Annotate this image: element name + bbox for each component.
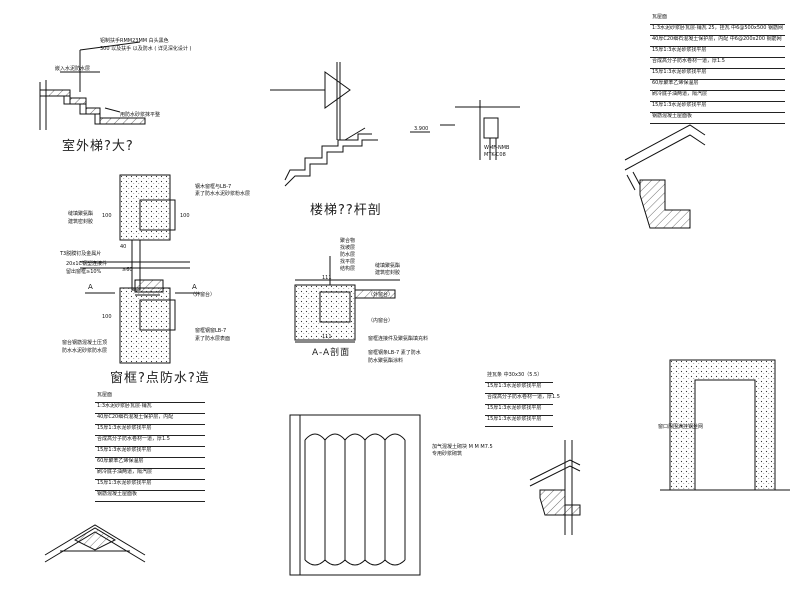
section-note-3: （外窗台）	[368, 292, 394, 298]
spec-row: 15厚1:3水泥砂浆找平层	[485, 416, 553, 427]
section-layer-3: 防水层	[340, 252, 356, 258]
tile-note-1: 加气混凝土砌块 M M M7.5	[432, 444, 493, 450]
dim-100-c: 100	[102, 314, 112, 320]
dim-40: 40	[120, 244, 127, 250]
section-note-5: 窗框连接件及聚氨酯填充料	[368, 336, 429, 342]
railing-post-detail	[410, 100, 520, 160]
section-layer-1: 聚合物	[340, 238, 356, 244]
outdoor-stair-detail	[39, 41, 146, 130]
section-dim-top: 111	[322, 275, 332, 281]
spec-row: 合成高分子防水卷材一道，厚1.5	[95, 436, 205, 447]
title-window-frame: 窗框?点防水?造	[110, 371, 210, 386]
tile-note-2: 专用砂浆砌筑	[432, 451, 463, 457]
dim-100-b: 100	[180, 213, 190, 219]
spec-row: 钢筋混凝土屋面板	[95, 491, 205, 502]
window-note-l3: T3脱膜钉及金属片	[60, 251, 102, 257]
window-opening-elevation	[660, 359, 790, 491]
spec-header: 瓦屋面	[650, 14, 785, 25]
spec-row: 40厚C20细石混凝土保护层，内配 中6@200x200 钢筋网	[650, 36, 785, 47]
window-note-bl1: 窗台钢筋混凝土压顶	[62, 340, 108, 346]
spec-row: 刷冷底子油两道，隔汽层	[650, 91, 785, 102]
window-note-rl2: 素了防水层表面	[195, 336, 231, 342]
spec-row: 刷冷底子油两道，隔汽层	[95, 469, 205, 480]
outdoor-note-4: 用防水砂浆抹平整	[120, 112, 161, 118]
spec-row: 钢筋混凝土屋面板	[650, 113, 785, 124]
window-note-bl2: 防水水泥砂浆防水层	[62, 348, 108, 354]
spec-row: 15厚1:3水泥砂浆找平层	[95, 425, 205, 436]
window-note-tr2: 素了防水水泥砂浆粉水层	[195, 191, 251, 197]
roof-ridge-detail	[44, 524, 146, 563]
roof-eave-detail-top	[624, 124, 706, 229]
spec-row: 15厚1:3水泥砂浆找平层	[650, 47, 785, 58]
section-note-2: 建筑密封胶	[375, 270, 401, 276]
opening-note: 窗口周围满挂钢丝网	[658, 424, 704, 430]
window-note-l5: 留出窗框≥10%	[66, 269, 102, 275]
section-note-4: （内窗台）	[368, 318, 394, 324]
spec-row: 1:3水泥砂浆卧瓦层·铺瓦	[95, 403, 205, 414]
section-layer-4: 找平层	[340, 259, 356, 265]
spec-row: 15厚1:3水泥砂浆找平层	[650, 69, 785, 80]
spec-table-bottom-mid: 挂瓦条 中30x30（5.5） 15厚1:3水泥砂浆找平层 合成高分子防水卷材一…	[485, 372, 560, 427]
window-frame-detail	[80, 174, 200, 364]
spec-row: 40厚C20细石混凝土保护层，内配	[95, 414, 205, 425]
spec-row: 15厚1:3水泥砂浆找平层	[95, 480, 205, 491]
window-note-rl1: 窗框钢窗LB-7	[195, 328, 227, 334]
spec-row: 60厚聚苯乙烯保温层	[650, 80, 785, 91]
section-mark-a-left: A	[88, 283, 93, 291]
section-dim-bottom: 111	[322, 334, 332, 340]
window-note-tr1: 钢木窗框与LB-7	[195, 184, 232, 190]
spec-row: 15厚1:3水泥砂浆找平层	[95, 447, 205, 458]
spec-row: 15厚1:3水泥砂浆找平层	[485, 405, 553, 416]
roof-tile-elevation	[289, 414, 421, 576]
spec-table-top-right: 瓦屋面 1:3水泥砂浆卧瓦层·铺瓦 25，挂瓦 中6@500x500 钢筋网 4…	[650, 14, 785, 124]
spec-row: 合成高分子防水卷材一道，厚1.5	[650, 58, 785, 69]
section-note-7: 防水聚氨酯涂料	[368, 358, 404, 364]
title-stair-railing: 楼梯??杆剖	[310, 203, 382, 218]
spec-row: 15厚1:3水泥砂浆找平层	[650, 102, 785, 113]
spec-table-bottom-left: 瓦屋面 1:3水泥砂浆卧瓦层·铺瓦 40厚C20细石混凝土保护层，内配 15厚1…	[95, 392, 205, 502]
aa-section-detail	[294, 256, 400, 343]
title-outdoor-stair: 室外梯?大?	[62, 139, 134, 154]
spec-row: 60厚聚苯乙烯保温层	[95, 458, 205, 469]
section-layer-2: 找坡层	[340, 245, 356, 251]
spec-row: 挂瓦条 中30x30（5.5）	[485, 372, 553, 383]
stair-railing-section	[270, 62, 378, 187]
window-note-rmid: （外窗台）	[190, 292, 216, 298]
section-mark-a-right: A	[192, 283, 197, 291]
outdoor-note-1: 铝制扶手RMM23MM 白头黑色	[100, 38, 169, 44]
spec-row: 合成高分子防水卷材一道，厚1.5	[485, 394, 560, 405]
railing-label-2: MTK-C08	[484, 152, 506, 158]
spec-row: 15厚1:3水泥砂浆找平层	[485, 383, 553, 394]
roof-eave-detail-bottom	[529, 440, 581, 535]
outdoor-note-2: 300 以及扶手 以及防水 ( 详见深化设计 )	[100, 46, 192, 52]
window-note-l2: 建筑密封胶	[68, 219, 94, 225]
section-layer-5: 结构层	[340, 266, 356, 272]
window-note-l1: 缝填聚氨酯	[68, 211, 94, 217]
spec-row: 1:3水泥砂浆卧瓦层·铺瓦 25，挂瓦 中6@500x500 钢筋网	[650, 25, 785, 36]
window-note-l4: 20x1C钢塑连接件	[66, 261, 107, 267]
railing-label-1: WMF-NMB	[484, 145, 510, 151]
section-note-1: 缝填聚氨酯	[375, 263, 401, 269]
spec-header: 瓦屋面	[95, 392, 205, 403]
railing-level: 3.900	[414, 126, 429, 132]
section-note-6: 窗框钢条LB-7 素了防水	[368, 350, 421, 356]
dim-100-a: 100	[102, 213, 112, 219]
dim-60: ≥60	[122, 267, 133, 273]
outdoor-note-3: 嵌入水泥防水层	[55, 66, 91, 72]
title-section-aa: A-A剖面	[312, 348, 351, 358]
